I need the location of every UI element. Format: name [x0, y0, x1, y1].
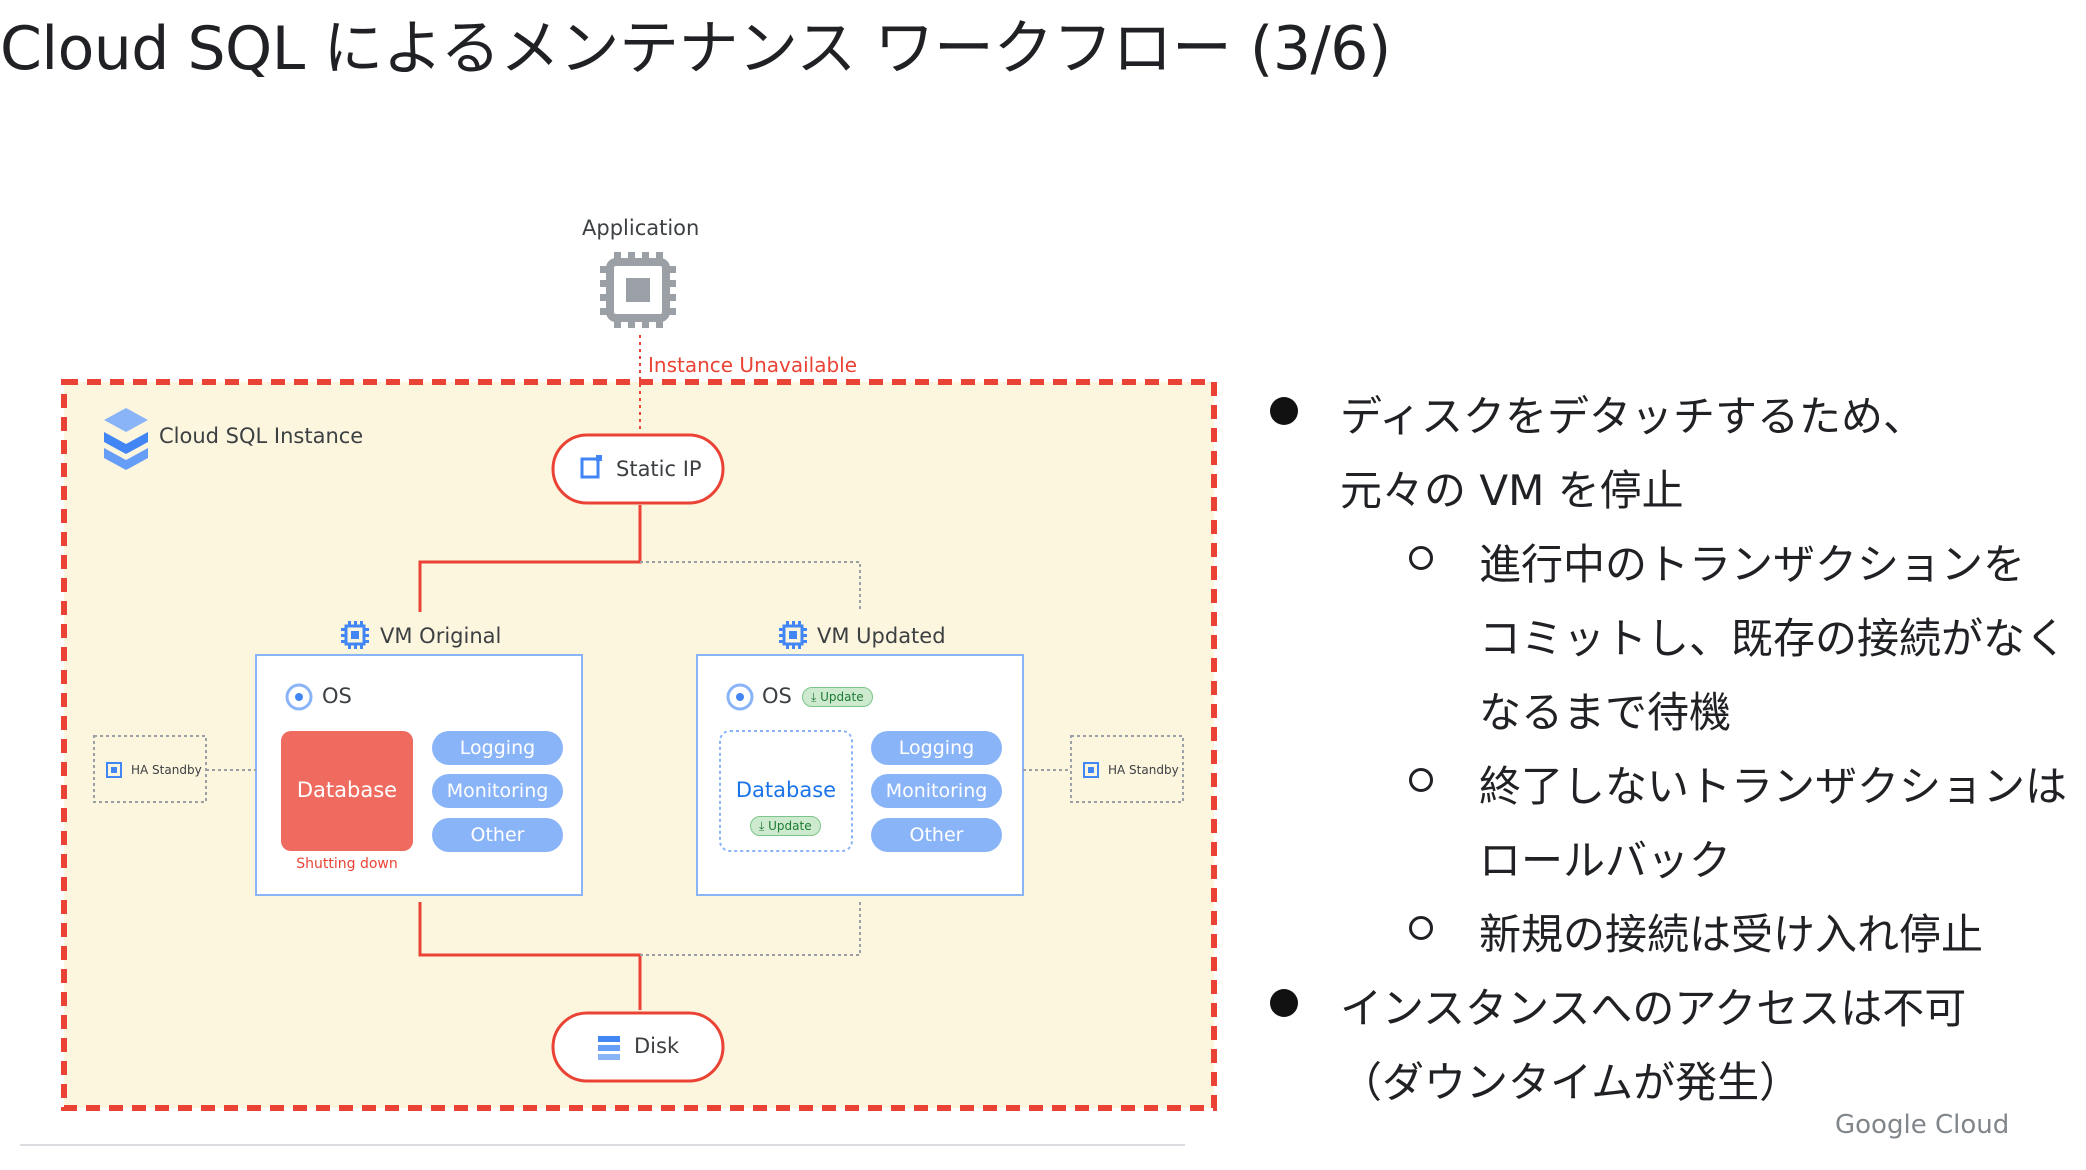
monitoring-pill-updated: Monitoring [871, 774, 1002, 808]
static-ip-node [551, 433, 725, 505]
application-chip-icon [600, 252, 676, 328]
bullet-3-line-2: ロールバック [1479, 836, 1732, 885]
bullet-dot-2 [1270, 989, 1298, 1017]
shutting-down-label: Shutting down [296, 856, 398, 872]
database-original-block [281, 731, 413, 851]
vm-original-chip-icon [341, 621, 369, 649]
os-icon-original [285, 683, 313, 711]
bullet-ring-2 [1409, 768, 1433, 792]
ha-standby-left-label: HA Standby [131, 763, 202, 777]
logging-pill-updated: Logging [871, 731, 1002, 765]
disk-label: Disk [634, 1034, 680, 1058]
vm-updated-chip-icon [779, 621, 807, 649]
bullet-2-line-2: コミットし、既存の接続がなく [1479, 614, 2068, 663]
database-original-label: Database [296, 778, 398, 802]
bullet-1-line-2: 元々の VM を停止 [1340, 466, 1684, 515]
database-update-badge: ⤓ Update [750, 816, 821, 836]
bullet-dot-1 [1270, 397, 1298, 425]
ha-standby-right-box [1070, 735, 1184, 803]
ha-standby-right-chip-icon [1083, 762, 1099, 778]
slide-title: Cloud SQL によるメンテナンス ワークフロー (3/6) [0, 14, 1391, 84]
bullet-ring-1 [1409, 546, 1433, 570]
other-services-pill-updated: Other Services [871, 818, 1002, 880]
download-icon: ⤓ [811, 690, 821, 704]
ha-standby-right-label: HA Standby [1108, 763, 1179, 777]
os-icon-updated [726, 683, 754, 711]
static-ip-label: Static IP [616, 457, 702, 481]
os-updated-label: OS [762, 684, 792, 708]
bullet-3-line-1: 終了しないトランザクションは [1479, 762, 2068, 811]
vm-original-label: VM Original [380, 624, 502, 648]
cloud-sql-logo-icon [104, 408, 148, 470]
bullet-2-line-1: 進行中のトランザクションを [1479, 540, 2026, 589]
bullet-2-line-3: なるまで待機 [1479, 688, 1732, 737]
other-services-pill-original: Other Services [432, 818, 563, 880]
os-original-label: OS [322, 684, 352, 708]
bullet-4-line-1: 新規の接続は受け入れ停止 [1479, 910, 1984, 959]
application-label: Application [582, 216, 700, 240]
os-update-badge: ⤓ Update [802, 687, 873, 707]
bullet-5-line-2: （ダウンタイムが発生） [1340, 1058, 1802, 1107]
bullet-1-line-1: ディスクをデタッチするため、 [1340, 392, 1926, 441]
bullet-ring-3 [1409, 916, 1433, 940]
database-updated-label: Database [735, 778, 837, 802]
disk-node [551, 1011, 725, 1083]
ha-standby-left-chip-icon [106, 762, 122, 778]
bullet-5-line-1: インスタンスへのアクセスは不可 [1340, 984, 1967, 1033]
disk-icon [598, 1036, 620, 1060]
cloud-sql-instance-label: Cloud SQL Instance [159, 424, 364, 448]
download-icon: ⤓ [759, 819, 769, 833]
logging-pill-original: Logging [432, 731, 563, 765]
vm-updated-label: VM Updated [817, 624, 946, 648]
google-cloud-logo: Google Cloud [1835, 1110, 2010, 1140]
instance-unavailable-label: Instance Unavailable [648, 353, 858, 377]
monitoring-pill-original: Monitoring [432, 774, 563, 808]
